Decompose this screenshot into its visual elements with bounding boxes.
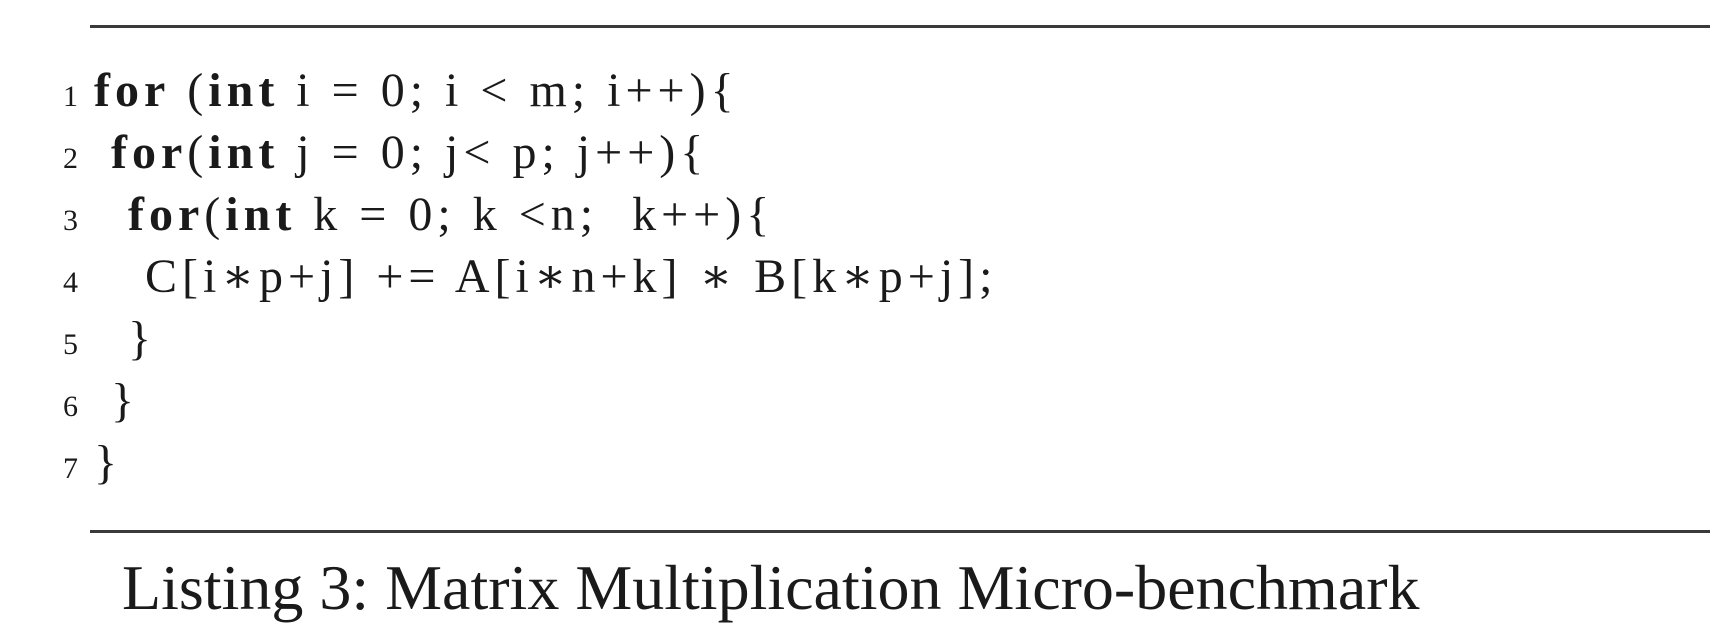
code-line-3: 3 for(int k = 0; k <n; k++){ [0,184,1728,246]
line-code: } [94,312,157,365]
keyword-for: for [111,126,188,179]
line-number: 2 [63,142,78,175]
top-rule [90,25,1710,28]
code-rest: i = 0; i < m; i++){ [279,64,739,117]
line-number: 7 [63,452,78,485]
line-code: for (int i = 0; i < m; i++){ [94,60,739,122]
line-number: 4 [63,266,78,299]
code-rest: j = 0; j< p; j++){ [279,126,709,179]
code-punct: ( [187,126,209,179]
code-line-5: 5 } [0,308,1728,370]
line-number: 5 [63,328,78,361]
line-number: 6 [63,390,78,423]
line-number: 1 [63,80,78,113]
bottom-rule [90,530,1710,533]
line-number: 3 [63,204,78,237]
code-punct: ( [170,64,209,117]
keyword-for: for [128,188,205,241]
code-line-7: 7 } [0,432,1728,494]
line-code: } [94,436,123,489]
line-code: for(int j = 0; j< p; j++){ [94,122,708,184]
keyword-int: int [208,126,280,179]
indent [94,188,128,241]
line-code: for(int k = 0; k <n; k++){ [94,184,774,246]
code-rest: k = 0; k <n; k++){ [296,188,775,241]
code-line-1: 1 for (int i = 0; i < m; i++){ [0,60,1728,122]
line-code: C[i∗p+j] += A[i∗n+k] ∗ B[k∗p+j]; [94,250,998,303]
indent [94,126,111,179]
keyword-int: int [208,64,280,117]
code-line-4: 4 C[i∗p+j] += A[i∗n+k] ∗ B[k∗p+j]; [0,246,1728,308]
keyword-int: int [225,188,297,241]
code-line-2: 2 for(int j = 0; j< p; j++){ [0,122,1728,184]
line-code: } [94,374,140,427]
code-punct: ( [204,188,226,241]
keyword-for: for [94,64,171,117]
code-line-6: 6 } [0,370,1728,432]
listing-caption: Listing 3: Matrix Multiplication Micro-b… [122,552,1420,623]
